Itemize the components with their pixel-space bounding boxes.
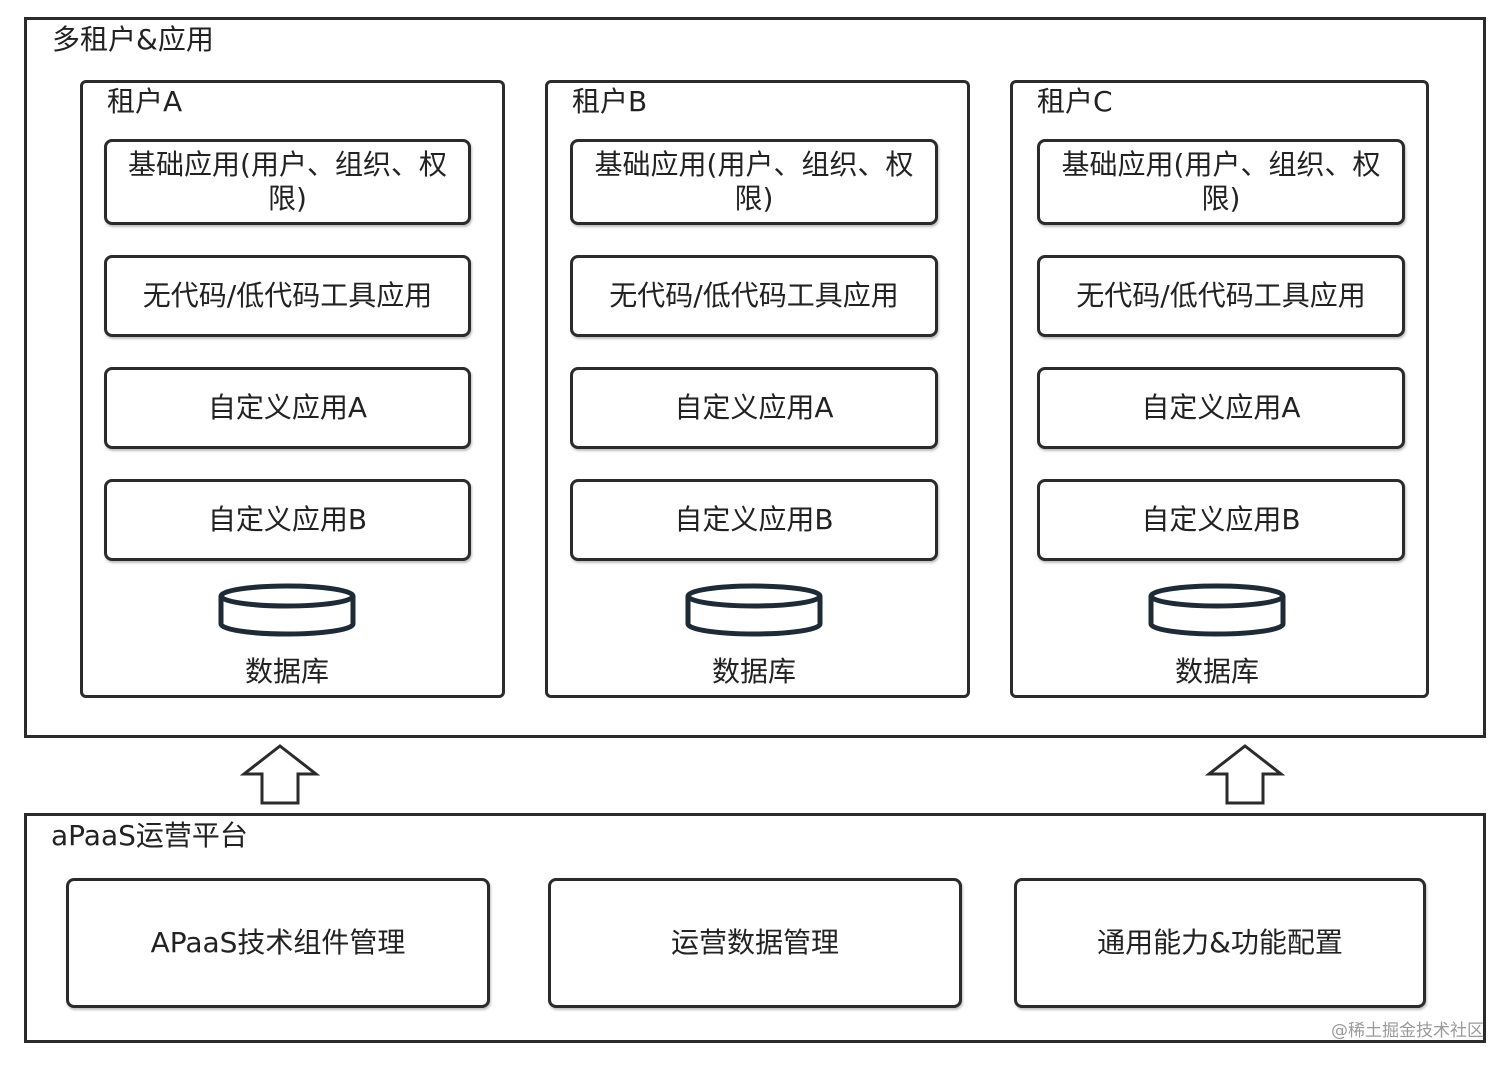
tenant-b-custom-app-a: 自定义应用A bbox=[570, 367, 938, 449]
tenant-b-custom-app-b: 自定义应用B bbox=[570, 479, 938, 561]
apaas-component-management: APaaS技术组件管理 bbox=[66, 878, 490, 1008]
tenant-c-title: 租户C bbox=[1037, 85, 1113, 118]
multi-tenant-frame-title: 多租户&应用 bbox=[52, 23, 214, 56]
tenant-a-custom-app-b: 自定义应用B bbox=[104, 479, 471, 561]
up-arrow-right-icon bbox=[1205, 744, 1285, 805]
operation-data-management: 运营数据管理 bbox=[548, 878, 962, 1008]
tenant-c-database-label: 数据库 bbox=[1174, 655, 1259, 688]
tenant-c-custom-app-a: 自定义应用A bbox=[1037, 367, 1405, 449]
tenant-a-database-label: 数据库 bbox=[244, 655, 329, 688]
tenant-a-basic-app: 基础应用(用户、组织、权限) bbox=[104, 139, 471, 225]
watermark: @稀土掘金技术社区 bbox=[1331, 1021, 1484, 1041]
tenant-a-custom-app-a: 自定义应用A bbox=[104, 367, 471, 449]
tenant-c-basic-app: 基础应用(用户、组织、权限) bbox=[1037, 139, 1405, 225]
up-arrow-left-icon bbox=[240, 744, 320, 805]
tenant-a-lowcode-app: 无代码/低代码工具应用 bbox=[104, 255, 471, 337]
tenant-c-custom-app-b: 自定义应用B bbox=[1037, 479, 1405, 561]
common-capability-config: 通用能力&功能配置 bbox=[1014, 878, 1426, 1008]
apaas-platform-title: aPaaS运营平台 bbox=[51, 819, 248, 852]
tenant-b-title: 租户B bbox=[572, 85, 648, 118]
tenant-b-database-label: 数据库 bbox=[711, 655, 796, 688]
tenant-c-database-icon bbox=[1148, 583, 1286, 637]
tenant-b-lowcode-app: 无代码/低代码工具应用 bbox=[570, 255, 938, 337]
tenant-a-title: 租户A bbox=[107, 85, 183, 118]
tenant-b-database-icon bbox=[685, 583, 823, 637]
tenant-a-database-icon bbox=[218, 583, 356, 637]
tenant-b-basic-app: 基础应用(用户、组织、权限) bbox=[570, 139, 938, 225]
tenant-c-lowcode-app: 无代码/低代码工具应用 bbox=[1037, 255, 1405, 337]
